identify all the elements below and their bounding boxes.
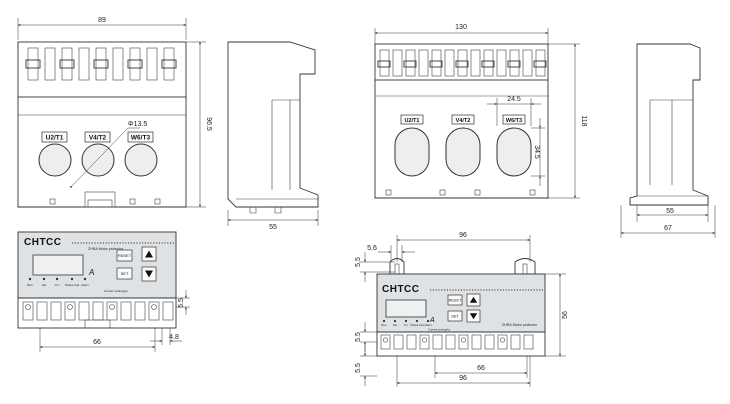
led-label-set: Set xyxy=(393,323,397,327)
terminal-block-small xyxy=(25,47,177,81)
side-height-dim-label: 5.5 xyxy=(355,332,362,342)
unit-label: A xyxy=(88,268,94,277)
total-depth-dim-label: 67 xyxy=(664,225,672,232)
led-label-run: Run xyxy=(27,283,33,287)
panel-small: CHTCC ZHRA Motor protector A RESET SET R… xyxy=(17,231,190,352)
led-label-alarm: Alarm xyxy=(81,283,89,287)
led-indicator xyxy=(42,277,46,281)
terminal-text: U2/T1 xyxy=(405,118,420,124)
current-hole xyxy=(38,143,72,177)
arrow-up-icon xyxy=(469,296,478,303)
set-button-label: SET xyxy=(121,271,129,276)
current-hole xyxy=(124,143,158,177)
depth-dim-label: 55 xyxy=(269,224,277,231)
hole-height-dim-label: 34.5 xyxy=(533,145,540,159)
model-name: ZHRA Motor protector xyxy=(502,323,538,327)
led-indicator xyxy=(415,319,419,323)
current-setting-label: Current setting(Iₑ) xyxy=(104,289,128,293)
front-view-small: 89 U2/T1 V4/T2 W6/T3 xyxy=(17,17,212,208)
brand-logo: CHTCC xyxy=(382,284,420,295)
lcd-display xyxy=(32,254,84,276)
led-indicator xyxy=(393,319,397,323)
terminal-label-w6t3 xyxy=(127,131,154,143)
led-label-run: Run xyxy=(381,323,387,327)
panel-large: 96 5.6 5.5 CHTCC A RESET SET ZHRA Motor … xyxy=(355,232,569,387)
terminal-label-v4t2 xyxy=(84,131,111,143)
led-label-ol: O.L xyxy=(55,283,60,287)
set-button[interactable] xyxy=(116,267,133,280)
led-indicator xyxy=(28,277,32,281)
reset-button[interactable] xyxy=(116,249,133,262)
side-view-small: 55 xyxy=(227,41,319,231)
lcd-display xyxy=(385,299,427,318)
led-indicator xyxy=(55,277,59,281)
reset-button[interactable] xyxy=(447,294,463,306)
front-view-large: 130 U2/T1 V4/T2 xyxy=(374,24,587,199)
terminal-strip-large xyxy=(376,331,546,357)
terminal-strip-small xyxy=(17,297,177,329)
mount-dim-label: 66 xyxy=(477,365,485,372)
current-hole xyxy=(496,127,532,177)
led-label-phase-fail: Phase Fail xyxy=(65,283,80,287)
hole-width-dim-label: 24.5 xyxy=(507,96,521,103)
current-hole xyxy=(394,127,430,177)
bottom-width-dim-label: 96 xyxy=(459,375,467,382)
width-dim-label: 89 xyxy=(98,17,106,24)
pitch-dim-label: 4.8 xyxy=(169,334,179,341)
reset-button-label: RESET xyxy=(449,299,462,303)
top-width-dim-label: 96 xyxy=(459,232,467,239)
led-indicator xyxy=(404,319,408,323)
width-dim-label: 130 xyxy=(455,24,467,31)
terminal-label-u2t1 xyxy=(41,131,68,143)
height-dim-label: 118 xyxy=(580,115,587,126)
slot-dim-label: 5.6 xyxy=(367,245,377,252)
bottom-height-dim-label: 5.5 xyxy=(355,363,362,373)
depth-dim-label: 55 xyxy=(666,208,674,215)
terminal-text: W6/T3 xyxy=(506,118,522,124)
panel-height-dim-label: 56 xyxy=(562,311,569,319)
arrow-down-icon xyxy=(469,313,478,320)
terminal-text: V4/T2 xyxy=(89,135,107,142)
reset-button-label: RESET xyxy=(118,253,132,258)
current-hole xyxy=(445,127,481,177)
panel-height-dim-label: 5.5 xyxy=(178,298,185,308)
arrow-up-icon xyxy=(145,250,153,258)
terminal-text: W6/T3 xyxy=(131,135,151,142)
led-label-ol: O.L xyxy=(404,323,409,327)
terminal-label-v4t2 xyxy=(451,114,475,125)
led-label-set: Set xyxy=(42,283,47,287)
led-indicator xyxy=(426,319,430,323)
led-label-alarm: Alarm xyxy=(424,323,432,327)
mount-dim-label: 66 xyxy=(93,339,101,346)
model-name: ZHRA Motor protector xyxy=(88,247,124,251)
terminal-block-large xyxy=(377,49,547,77)
terminal-text: V4/T2 xyxy=(456,118,471,124)
top-height-dim-label: 5.5 xyxy=(355,257,362,267)
terminal-text: U2/T1 xyxy=(46,135,64,142)
hole-dim-label: Φ13.5 xyxy=(128,121,147,128)
led-indicator xyxy=(382,319,386,323)
led-label-phase-fail: Phase Fail xyxy=(410,323,424,327)
brand-logo: CHTCC xyxy=(24,237,62,248)
current-hole xyxy=(81,143,115,177)
unit-label: A xyxy=(429,317,435,324)
set-button[interactable] xyxy=(447,310,463,322)
current-setting-label: Current setting(Iₑ) xyxy=(428,328,450,332)
arrow-down-icon xyxy=(145,270,153,278)
terminal-label-w6t3 xyxy=(502,114,526,125)
terminal-label-u2t1 xyxy=(400,114,424,125)
height-dim-label: 96.5 xyxy=(205,117,212,131)
set-button-label: SET xyxy=(451,315,459,319)
side-view-large: 55 67 xyxy=(620,43,716,238)
led-indicator xyxy=(70,277,74,281)
led-indicator xyxy=(83,277,87,281)
